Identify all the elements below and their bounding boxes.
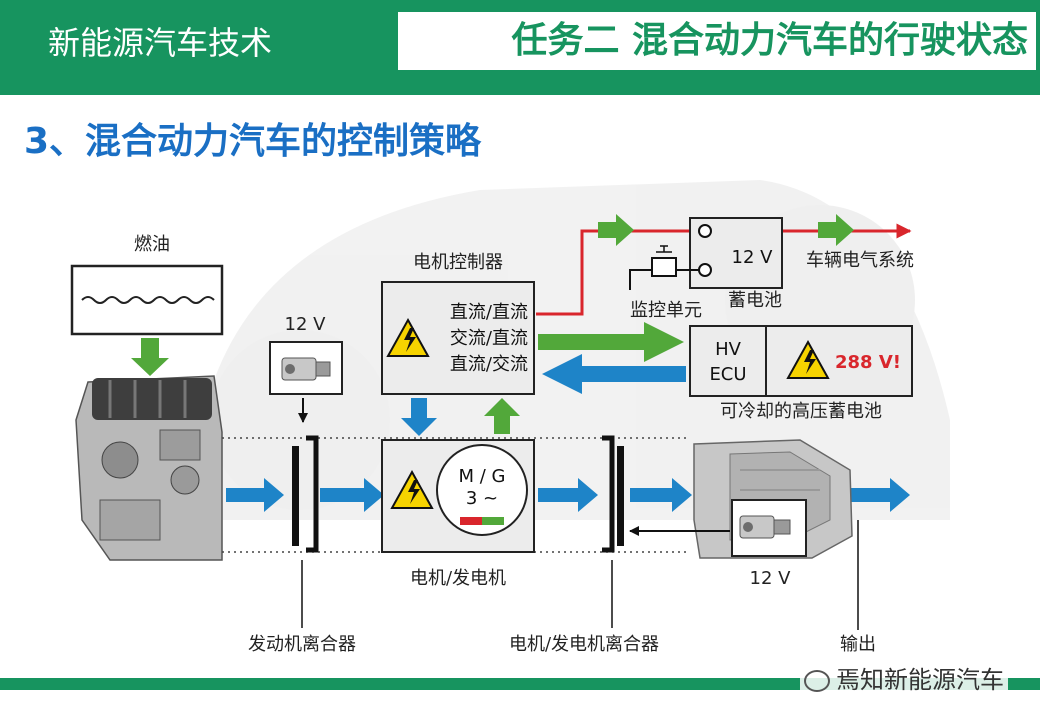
low-voltage-arrow-2 [818,214,854,246]
mg-warning-icon [390,469,434,509]
mg-circle [436,444,528,536]
task-title: 任务二 混合动力汽车的行驶状态 [398,12,1036,70]
mg-red-bar [460,517,482,525]
hv-warning-icon [786,339,830,379]
monitor-unit-label: 监控单元 [630,300,702,321]
footer-bar [0,678,1040,690]
battery-terminal-bottom [698,263,712,277]
mg-green-bar [482,517,504,525]
monitor-unit-symbol [629,245,699,290]
controller-to-hv-arrow [538,322,684,362]
controller-to-mg-arrow [401,398,437,436]
flow-arrow-mg-to-clutch [538,478,598,512]
engine-clutch-label: 发动机离合器 [248,634,356,655]
battery-12v-caption: 蓄电池 [728,290,782,311]
hv-voltage-warning: 288 V! [835,352,901,373]
header-bar: 新能源汽车技术 任务二 混合动力汽车的行驶状态 [0,0,1040,95]
motor-controller-title: 电机控制器 [413,252,503,273]
mg-symbol: M / G [459,466,506,487]
course-title: 新能源汽车技术 [48,24,273,62]
hv-to-controller-arrow [542,354,686,394]
fuel-flow-arrow [131,338,169,376]
flow-arrow-engine-to-clutch [226,478,284,512]
gearbox-starter-icon [739,515,791,539]
starter-voltage-label: 12 V [285,314,327,335]
mg-caption: 电机/发电机 [410,568,506,589]
battery-terminal-top [698,224,712,238]
vehicle-electrical-label: 车辆电气系统 [806,250,914,271]
output-label: 输出 [840,634,876,655]
section-title: 3、混合动力汽车的控制策略 [24,121,482,162]
wechat-icon [804,670,830,692]
engine-clutch-symbol [292,435,319,553]
controller-mode-dc-dc: 直流/直流 [450,302,528,323]
hv-ecu-line2: ECU [709,364,746,385]
flow-arrow-output [850,478,910,512]
flow-arrow-clutch-to-gearbox [630,478,692,512]
mg-phase: 3 ~ [466,488,498,509]
watermark: 焉知新能源汽车 [800,660,1008,695]
battery-12v-voltage: 12 V [732,247,774,268]
low-voltage-arrow-1 [598,214,634,246]
engine [75,375,223,561]
flow-arrow-clutch-to-mg [320,478,384,512]
hv-ecu-line1: HV [715,339,742,360]
gearbox-starter-voltage: 12 V [750,568,792,589]
mg-clutch-label: 电机/发电机离合器 [509,634,659,655]
fuel-label: 燃油 [134,234,170,255]
mg-to-controller-arrow [484,398,520,434]
fuel-tank [70,264,224,336]
starter-motor-icon [281,357,331,381]
mg-clutch-symbol [602,435,624,553]
hv-battery-caption: 可冷却的高压蓄电池 [720,401,882,422]
controller-mode-ac-dc: 交流/直流 [450,328,528,349]
controller-mode-dc-ac: 直流/交流 [450,354,528,375]
fuel-wave [81,296,215,304]
controller-warning-icon [386,317,430,357]
watermark-text: 焉知新能源汽车 [836,666,1004,694]
